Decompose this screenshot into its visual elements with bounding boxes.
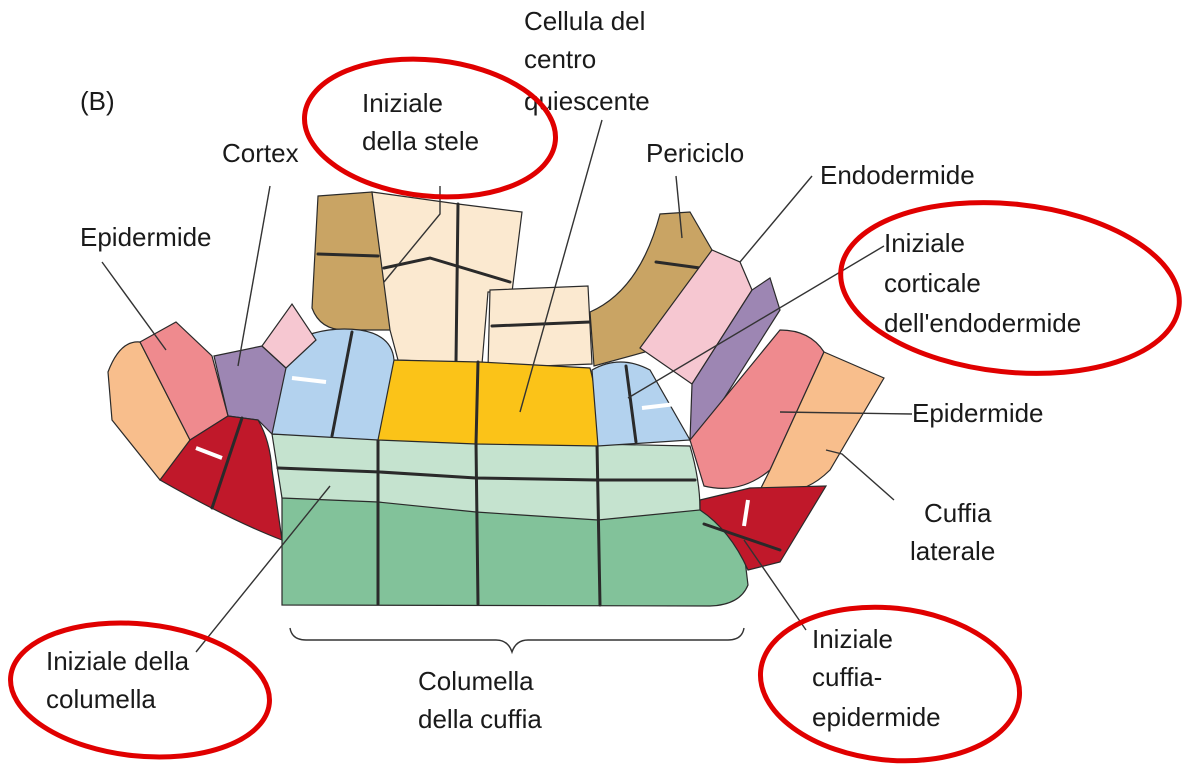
label-iniziale-corticale-3: dell'endodermide xyxy=(884,308,1081,338)
quiescent-center-cells xyxy=(377,360,599,446)
label-cellula-centro-3: quiescente xyxy=(524,86,650,116)
label-epidermide-left: Epidermide xyxy=(80,222,212,252)
label-iniziale-corticale-1: Iniziale xyxy=(884,228,965,258)
label-cellula-centro-1: Cellula del xyxy=(524,6,645,36)
label-iniziale-cuffia-epidermide-2: cuffia- xyxy=(812,662,882,692)
label-iniziale-cuffia-epidermide-3: epidermide xyxy=(812,702,941,732)
cells xyxy=(108,192,884,606)
label-epidermide-right: Epidermide xyxy=(912,398,1044,428)
label-iniziale-columella-1: Iniziale della xyxy=(46,646,190,676)
highlight-iniziale-cuffia-epidermide xyxy=(753,595,1027,764)
label-cortex: Cortex xyxy=(222,138,299,168)
label-cellula-centro-2: centro xyxy=(524,44,596,74)
label-periciclo: Periciclo xyxy=(646,138,744,168)
label-iniziale-columella-2: columella xyxy=(46,684,156,714)
label-columella-cuffia-1: Columella xyxy=(418,666,534,696)
label-iniziale-corticale-2: corticale xyxy=(884,268,981,298)
label-columella-cuffia-2: della cuffia xyxy=(418,704,542,734)
label-iniziale-cuffia-epidermide-1: Iniziale xyxy=(812,624,893,654)
label-iniziale-stele-2: della stele xyxy=(362,126,479,156)
panel-letter: (B) xyxy=(80,86,115,116)
label-cuffia-laterale-2: laterale xyxy=(910,536,995,566)
label-cuffia-laterale-1: Cuffia xyxy=(924,498,992,528)
label-iniziale-stele-1: Iniziale xyxy=(362,88,443,118)
label-endodermide: Endodermide xyxy=(820,160,975,190)
